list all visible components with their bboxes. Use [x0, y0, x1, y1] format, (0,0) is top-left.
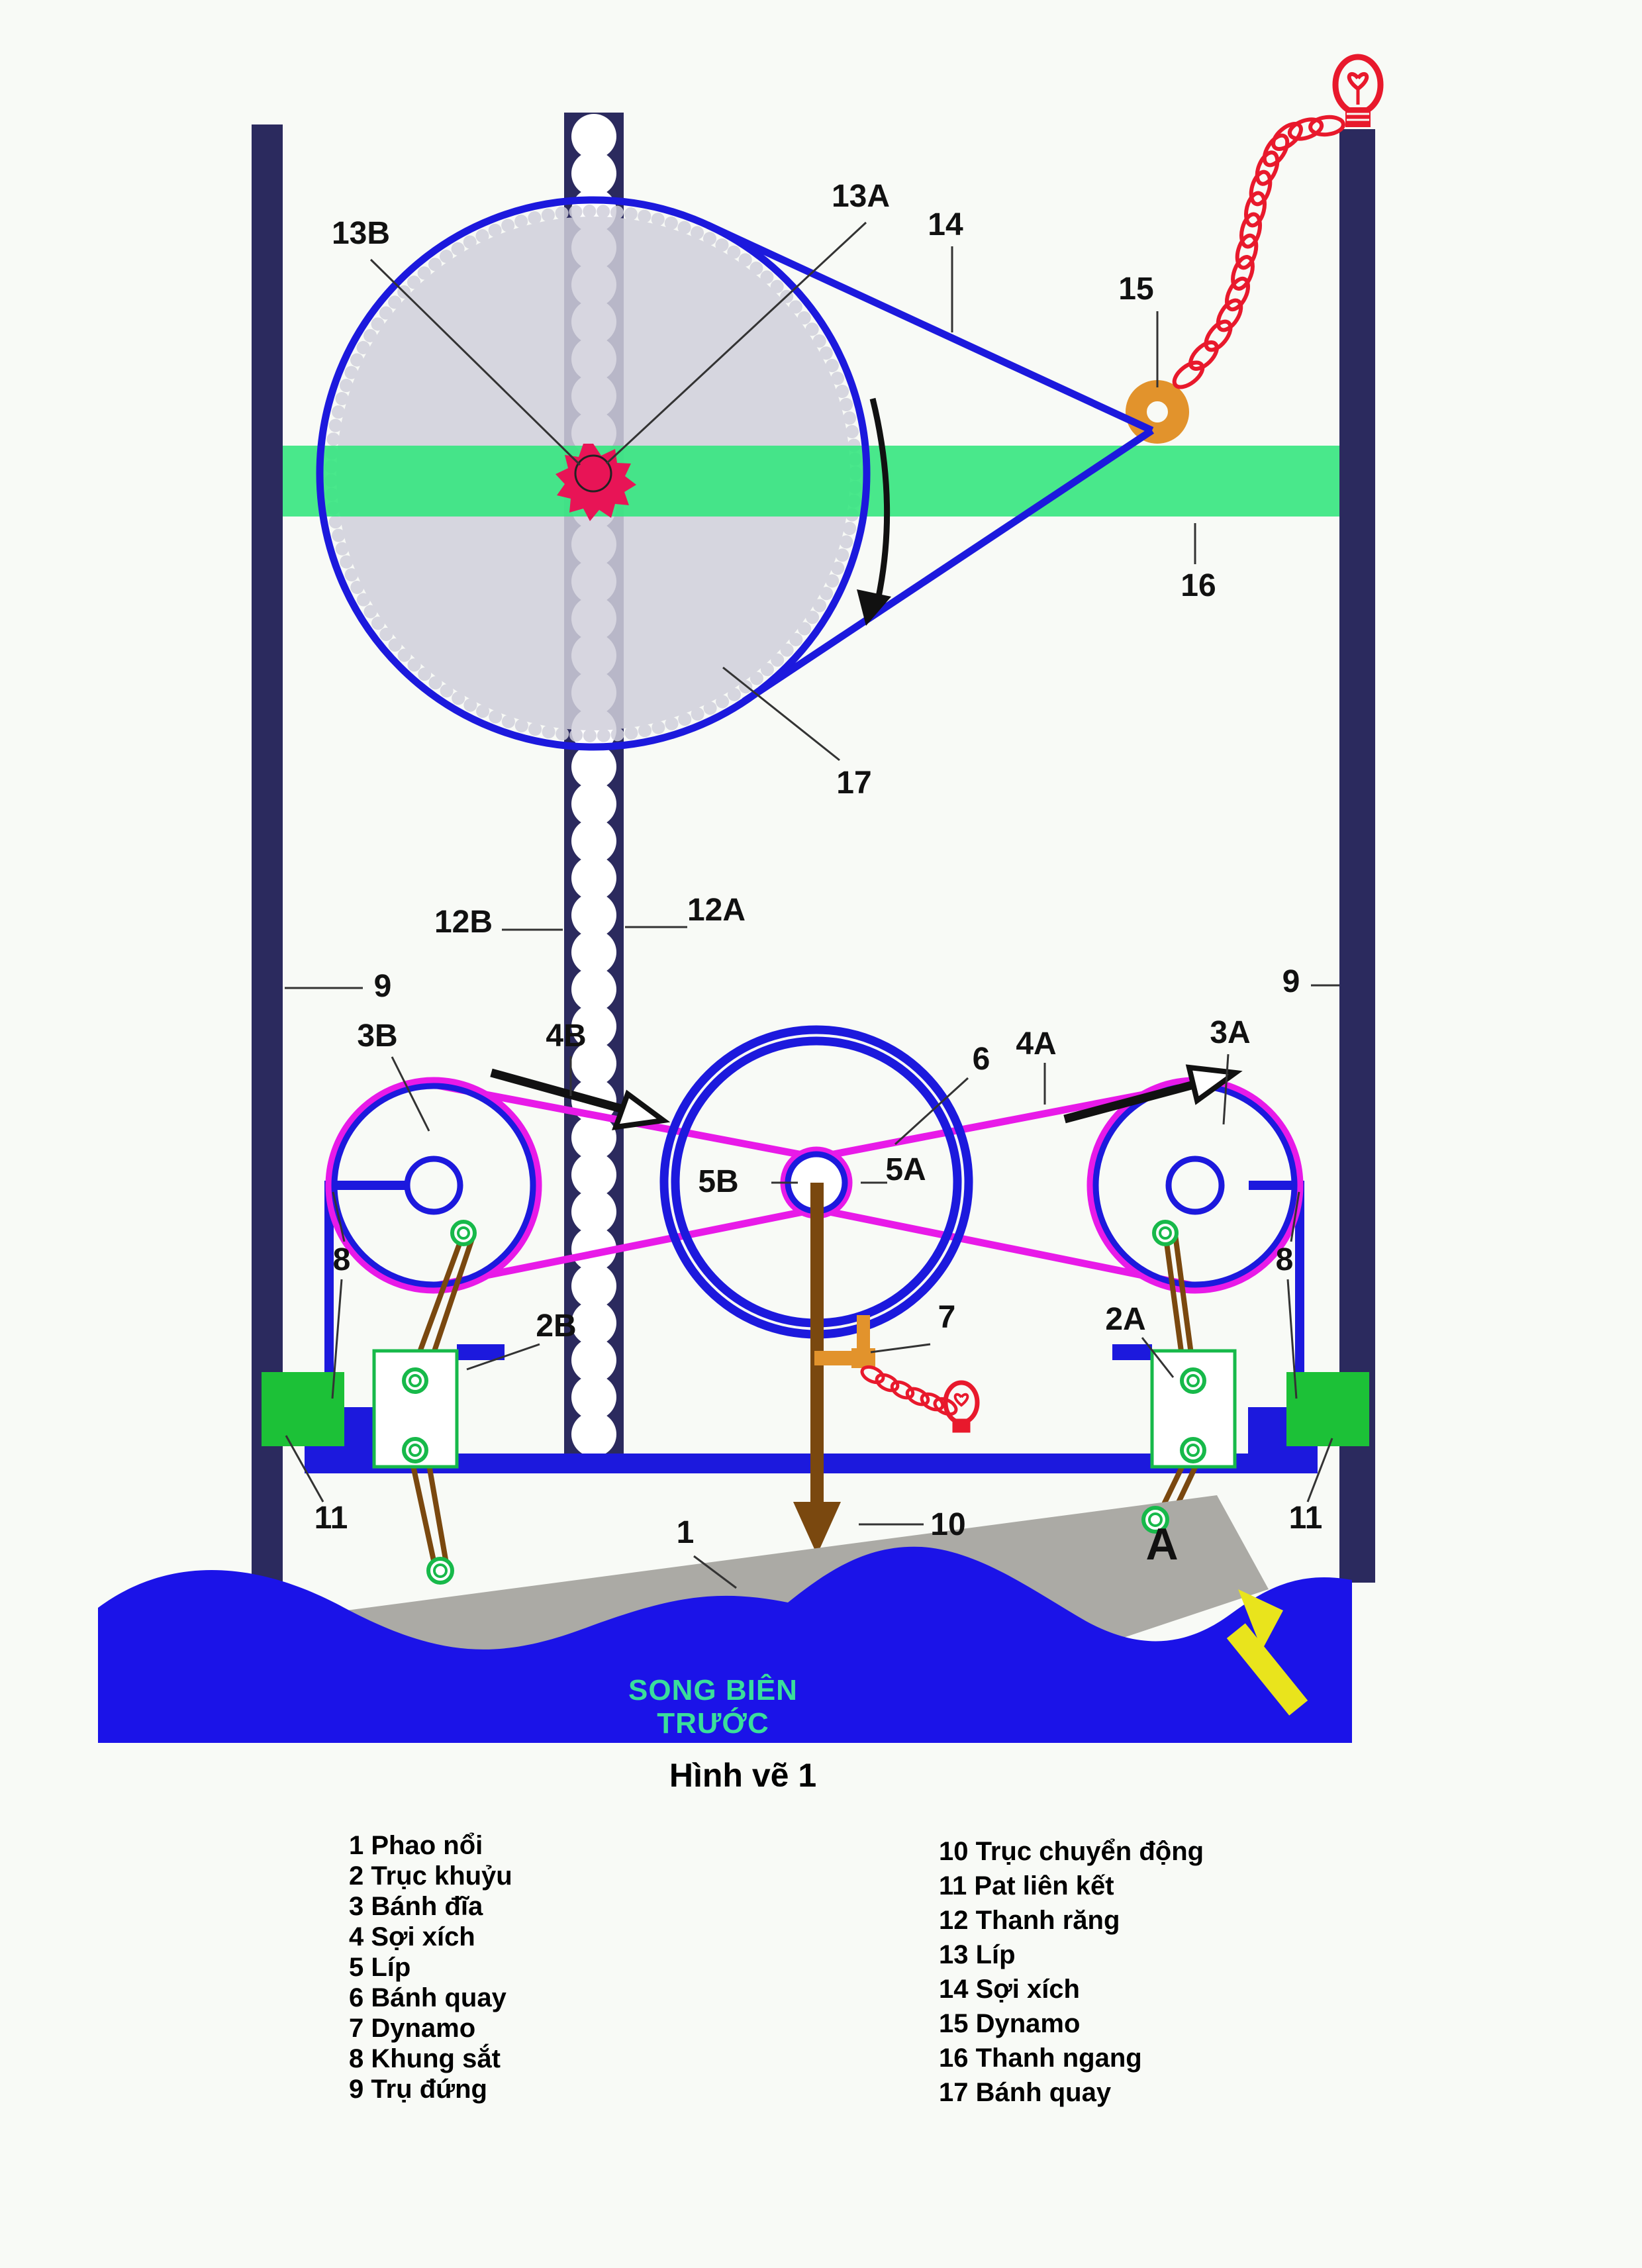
rotation-arrow [857, 397, 891, 626]
legend-item: 9 Trụ đứng [349, 2075, 487, 2104]
legend-item: 8 Khung sắt [349, 2044, 501, 2073]
sprocket-wheel-3B [331, 1083, 536, 1288]
chain-belts-4 [325, 1077, 1304, 1294]
callout-8-left: 8 [333, 1242, 351, 1277]
chain-loop-14 [316, 196, 1155, 751]
legend-item: 7 Dynamo [349, 2014, 476, 2043]
callout-2A: 2A [1105, 1302, 1145, 1337]
bulb-filament [953, 1393, 969, 1407]
right-post [1339, 129, 1375, 1583]
callout-10: 10 [930, 1507, 965, 1542]
legend-item: 13 Líp [939, 1940, 1016, 1969]
callout-17: 17 [836, 765, 871, 801]
callout-13B: 13B [332, 216, 390, 251]
callout-12A: 12A [687, 893, 746, 928]
sea-water [98, 1546, 1352, 1743]
dynamo-7 [814, 1315, 875, 1368]
legend-item: 10 Trục chuyển động [939, 1837, 1204, 1866]
callout-6: 6 [973, 1042, 990, 1077]
figure-caption: Hình vẽ 1 [669, 1757, 817, 1794]
light-bulb-bottom [943, 1380, 980, 1433]
power-cable-bottom [860, 1365, 958, 1416]
legend-item: 1 Phao nổi [349, 1831, 483, 1860]
power-cable-top [1172, 115, 1345, 389]
dynamo-pulley-15 [1126, 380, 1189, 444]
legend-item: 12 Thanh răng [939, 1906, 1120, 1935]
legend-item: 6 Bánh quay [349, 1983, 507, 2012]
light-bulb-top [1332, 54, 1384, 127]
link-pad-11-right [1286, 1372, 1369, 1446]
bulb-filament [1347, 72, 1369, 91]
callout-11-right: 11 [1289, 1501, 1323, 1536]
sea-label: SONG BIÊN TRƯỚC [628, 1674, 798, 1740]
legend-item: 17 Bánh quay [939, 2078, 1112, 2107]
callout-16: 16 [1181, 568, 1216, 603]
callout-5A: 5A [885, 1152, 926, 1187]
crossbar-16 [283, 446, 1339, 517]
callout-12B: 12B [434, 905, 493, 940]
callout-14: 14 [928, 207, 963, 242]
float-link-rings [426, 1506, 1169, 1585]
legend-item: 14 Sợi xích [939, 1975, 1080, 2004]
shaft-10 [793, 1183, 841, 1555]
legend-item: 3 Bánh đĩa [349, 1892, 483, 1921]
callout-5B: 5B [698, 1164, 738, 1199]
legend-item: 16 Thanh ngang [939, 2044, 1142, 2073]
callout-15: 15 [1118, 271, 1153, 307]
leader-lines [285, 221, 1339, 1589]
callout-labels: 13B 13A 14 15 16 17 12B 12A 9 9 3B 3A 4B… [314, 179, 1323, 1550]
crank-pin-rings [402, 1220, 1206, 1463]
callout-9-left: 9 [374, 969, 392, 1004]
callout-11-left: 11 [314, 1501, 348, 1536]
legend-item: 4 Sợi xích [349, 1922, 475, 1951]
callout-9-right: 9 [1282, 964, 1300, 999]
callout-7: 7 [938, 1300, 956, 1335]
link-pad-11-left [262, 1372, 344, 1446]
float-point-label: A [1145, 1519, 1178, 1569]
callout-2B: 2B [536, 1308, 576, 1344]
callout-13A: 13A [832, 179, 890, 214]
legend-item: 15 Dynamo [939, 2009, 1081, 2038]
chain-direction-arrows [490, 1064, 1243, 1130]
callout-3A: 3A [1210, 1015, 1250, 1050]
hub-ratchet-13 [555, 444, 636, 521]
callout-8-right: 8 [1276, 1242, 1294, 1277]
legend-left-column: 1 Phao nổi 2 Trục khuỷu 3 Bánh đĩa 4 Sợi… [349, 1830, 512, 2104]
legend-item: 5 Líp [349, 1953, 411, 1982]
callout-1: 1 [677, 1515, 695, 1550]
legend-item: 2 Trục khuỷu [349, 1861, 512, 1891]
wave-arrow [1226, 1589, 1308, 1716]
legend-right-column: 10 Trục chuyển động 11 Pat liên kết 12 T… [939, 1834, 1204, 2110]
callout-4B: 4B [546, 1018, 586, 1054]
callout-4A: 4A [1016, 1026, 1056, 1061]
callout-3B: 3B [357, 1018, 397, 1054]
legend-item: 11 Pat liên kết [939, 1871, 1114, 1900]
